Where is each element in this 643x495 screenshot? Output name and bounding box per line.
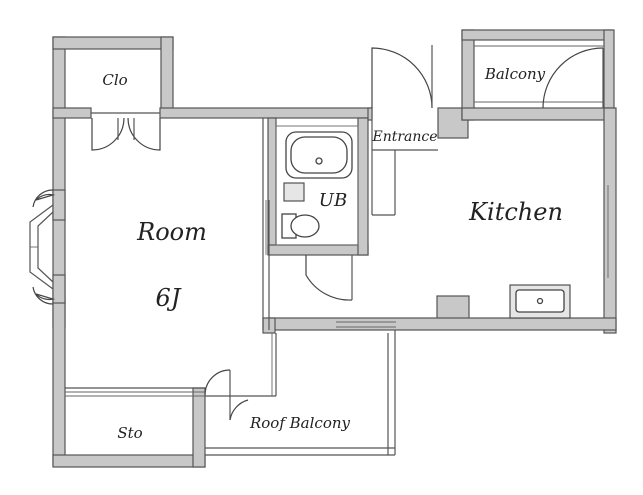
unit-bath-label: UB (319, 190, 347, 211)
closet-door-right (127, 117, 161, 151)
kitchen-label: Kitchen (468, 198, 563, 226)
closet-door-left (91, 117, 125, 151)
bath-sink-icon (283, 182, 305, 202)
bay-window (29, 189, 56, 305)
room-labels: Clo Room 6J Sto Roof Balcony UB Entrance… (102, 65, 563, 442)
interior-lines (65, 45, 609, 456)
roof-balcony-label: Roof Balcony (249, 414, 351, 432)
fixtures (281, 131, 571, 319)
room-size-label: 6J (156, 284, 182, 312)
closet-label: Clo (102, 71, 127, 89)
entrance-label: Entrance (371, 129, 437, 145)
doors (91, 45, 604, 421)
entrance-door-icon (371, 47, 433, 109)
roof-balcony-door-icon (204, 369, 231, 396)
balcony-label: Balcony (484, 65, 546, 83)
balcony-door-icon (542, 47, 604, 109)
bath-door-icon (305, 255, 353, 301)
storage-label: Sto (117, 424, 142, 442)
walls (52, 29, 617, 468)
room-label: Room (136, 218, 207, 246)
